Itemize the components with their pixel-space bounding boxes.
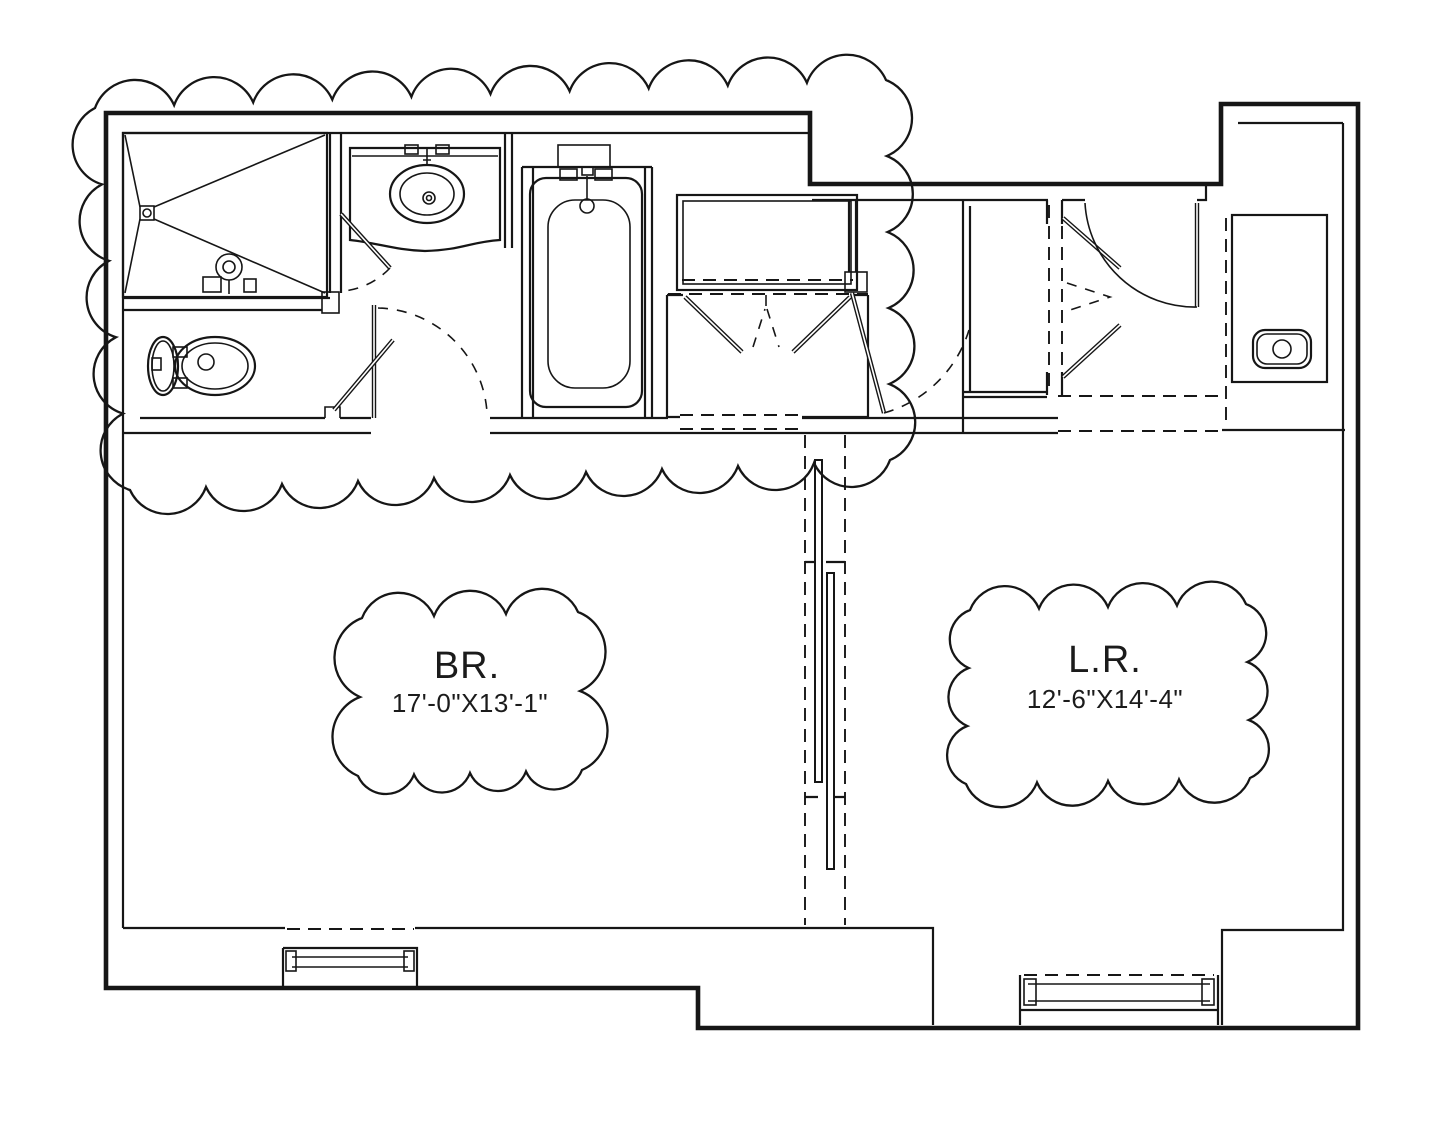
- revision-cloud-bathroom: [71, 53, 917, 516]
- bedroom-label: BR.: [434, 645, 500, 687]
- shower-valve-icon: [202, 253, 257, 294]
- label-cloud-bedroom: [331, 587, 609, 796]
- vanity-sink: [348, 144, 502, 253]
- entry-door: [1084, 202, 1200, 308]
- window-living-room: [1018, 975, 1220, 1025]
- room-labels: BR. 17'-0"X13'-1" L.R. 12'-6"X14'-4": [392, 639, 1183, 718]
- door-swing-arc: [1084, 202, 1198, 308]
- bedroom-dimensions: 17'-0"X13'-1": [392, 688, 548, 718]
- toilet: [146, 335, 257, 397]
- bar-sink-counter: [1230, 213, 1329, 384]
- shower-drain-icon: [142, 208, 152, 218]
- closet-left-bifold: [665, 193, 870, 419]
- closet-right-bifold: [1061, 216, 1122, 379]
- interior-wall-lines: [121, 121, 1345, 1025]
- living-room-dimensions: 12'-6"X14'-4": [1027, 684, 1183, 714]
- revision-clouds: [71, 53, 1271, 809]
- living-room-label: L.R.: [1068, 639, 1142, 681]
- tub-faucet-icon: [559, 166, 613, 214]
- outer-walls: [103, 101, 1361, 1031]
- sliding-door: [805, 459, 845, 870]
- window-bedroom: [281, 946, 419, 988]
- label-cloud-living-room: [945, 580, 1271, 809]
- dashed-wall-lines: [287, 205, 1227, 976]
- bathroom-doors: [332, 212, 970, 418]
- bathtub: [528, 166, 644, 409]
- faucet-icon: [404, 144, 450, 166]
- shower: [121, 131, 329, 299]
